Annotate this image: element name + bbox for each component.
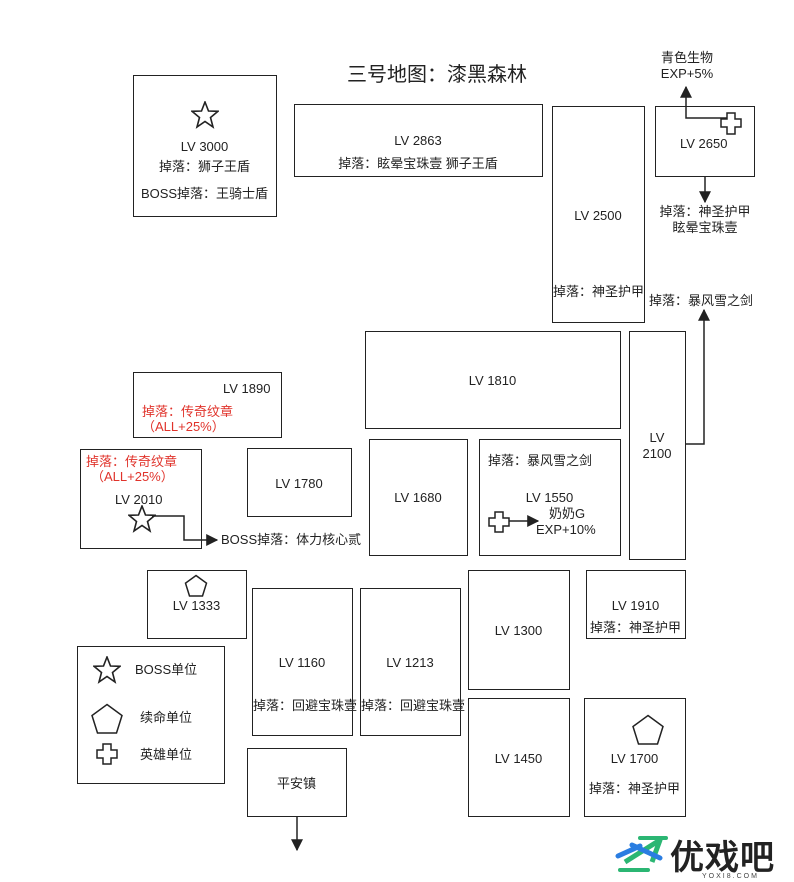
watermark-logo-icon: [615, 836, 668, 872]
legend-box: BOSS单位 续命单位 英雄单位: [77, 646, 225, 784]
room-drop: 掉落：狮子王盾: [158, 159, 250, 174]
room-drop: 掉落：回避宝珠壹: [253, 698, 358, 713]
room-lv1160[interactable]: LV 1160 掉落：回避宝珠壹: [252, 588, 358, 736]
room-lv2650[interactable]: LV 2650: [655, 106, 755, 177]
room-lv1333[interactable]: LV 1333: [147, 570, 247, 639]
r2100-drop: 掉落：暴风雪之剑: [649, 293, 754, 308]
room-lv1550[interactable]: 掉落：暴风雪之剑 LV 1550 奶奶G EXP+10%: [479, 439, 621, 556]
revive-pentagon-icon: [632, 714, 664, 745]
hero-cross-icon: [488, 511, 510, 533]
arrow-from-lv2100: [686, 308, 710, 445]
room-drop: 掉落：神圣护甲: [588, 781, 680, 796]
room-level: LV 2010: [115, 492, 163, 507]
room-lv1810[interactable]: LV 1810: [365, 331, 621, 429]
boss-star-icon: [191, 101, 219, 129]
room-lv2863[interactable]: LV 2863 掉落：眩晕宝珠壹 狮子王盾: [294, 104, 543, 177]
room-level: LV 2650: [680, 136, 728, 151]
room-boss-drop: BOSS掉落：王骑士盾: [140, 186, 269, 201]
room-lv3000[interactable]: LV 3000 掉落：狮子王盾 BOSS掉落：王骑士盾: [133, 75, 277, 217]
watermark-sub: YOXI8.COM: [702, 873, 759, 880]
legend-revive-label: 续命单位: [140, 710, 193, 725]
room-level-line2: 2100: [642, 446, 672, 461]
legend-star-icon: [93, 656, 121, 684]
room-level: LV 1780: [275, 476, 323, 491]
room-drop-line2: （ALL+25%）: [142, 419, 225, 434]
room-drop: 掉落：眩晕宝珠壹 狮子王盾: [338, 156, 498, 171]
room-level: LV 1700: [610, 751, 659, 766]
room-level: LV 2863: [394, 133, 442, 148]
room-lv1300[interactable]: LV 1300: [468, 570, 570, 690]
room-drop: 掉落：神圣护甲: [589, 620, 681, 635]
legend-boss-label: BOSS单位: [135, 662, 198, 677]
room-drop: 掉落：回避宝珠壹: [361, 698, 466, 713]
room-level: LV 1213: [386, 655, 434, 670]
r2010-boss-drop: BOSS掉落：体力核心贰: [221, 532, 362, 547]
room-lv1213[interactable]: LV 1213 掉落：回避宝珠壹: [360, 588, 466, 736]
town-ping-an[interactable]: 平安镇: [247, 748, 347, 817]
room-lv2100[interactable]: LV 2100: [629, 331, 686, 560]
room-lv1890[interactable]: LV 1890 掉落：传奇纹章 （ALL+25%）: [133, 372, 282, 438]
room-level: LV 1160: [278, 655, 326, 670]
room-lv1780[interactable]: LV 1780: [247, 448, 352, 517]
boss-star-icon: [128, 505, 156, 533]
room-level-line1: LV: [649, 430, 665, 445]
r2650-drop-line1: 掉落：神圣护甲: [659, 204, 751, 219]
room-level: LV 1810: [468, 373, 517, 388]
watermark-text: 优戏吧: [670, 839, 775, 877]
town-name: 平安镇: [276, 776, 316, 791]
room-level: LV 1550: [525, 490, 574, 505]
green-creature-exp: EXP+5%: [660, 66, 714, 81]
room-drop: 掉落：暴风雪之剑: [488, 453, 593, 468]
room-level: LV 1910: [611, 598, 660, 613]
legend-hero-label: 英雄单位: [140, 747, 193, 762]
revive-pentagon-icon: [184, 574, 208, 597]
room-lv1700[interactable]: LV 1700 掉落：神圣护甲: [584, 698, 686, 817]
map-title: 三号地图：漆黑森林: [347, 64, 527, 86]
room-lv1910[interactable]: LV 1910 掉落：神圣护甲: [586, 570, 686, 639]
npc-name: 奶奶G: [549, 506, 586, 521]
room-drop-line1: 掉落：传奇纹章: [86, 454, 178, 469]
room-lv2500[interactable]: LV 2500 掉落：神圣护甲: [552, 106, 645, 323]
room-lv1450[interactable]: LV 1450: [468, 698, 570, 817]
room-level: LV 2500: [574, 208, 622, 223]
room-level: LV 1680: [394, 490, 442, 505]
room-level: LV 1450: [494, 751, 543, 766]
green-creature-label: 青色生物: [660, 50, 713, 65]
room-level: LV 1890: [223, 381, 271, 396]
room-drop-line1: 掉落：传奇纹章: [142, 404, 234, 419]
room-drop: 掉落：神圣护甲: [553, 284, 645, 299]
room-lv2010[interactable]: 掉落：传奇纹章 （ALL+25%） LV 2010: [80, 449, 202, 549]
room-drop-line2: （ALL+25%）: [91, 469, 174, 484]
legend-pentagon-icon: [91, 703, 123, 734]
room-level: LV 1300: [494, 623, 543, 638]
room-level: LV 1333: [172, 598, 221, 613]
room-level: LV 3000: [180, 139, 229, 154]
legend-cross-icon: [96, 743, 118, 765]
room-lv1680[interactable]: LV 1680: [369, 439, 468, 556]
r2650-drop-line2: 眩晕宝珠壹: [672, 220, 738, 235]
npc-bonus: EXP+10%: [536, 522, 596, 537]
